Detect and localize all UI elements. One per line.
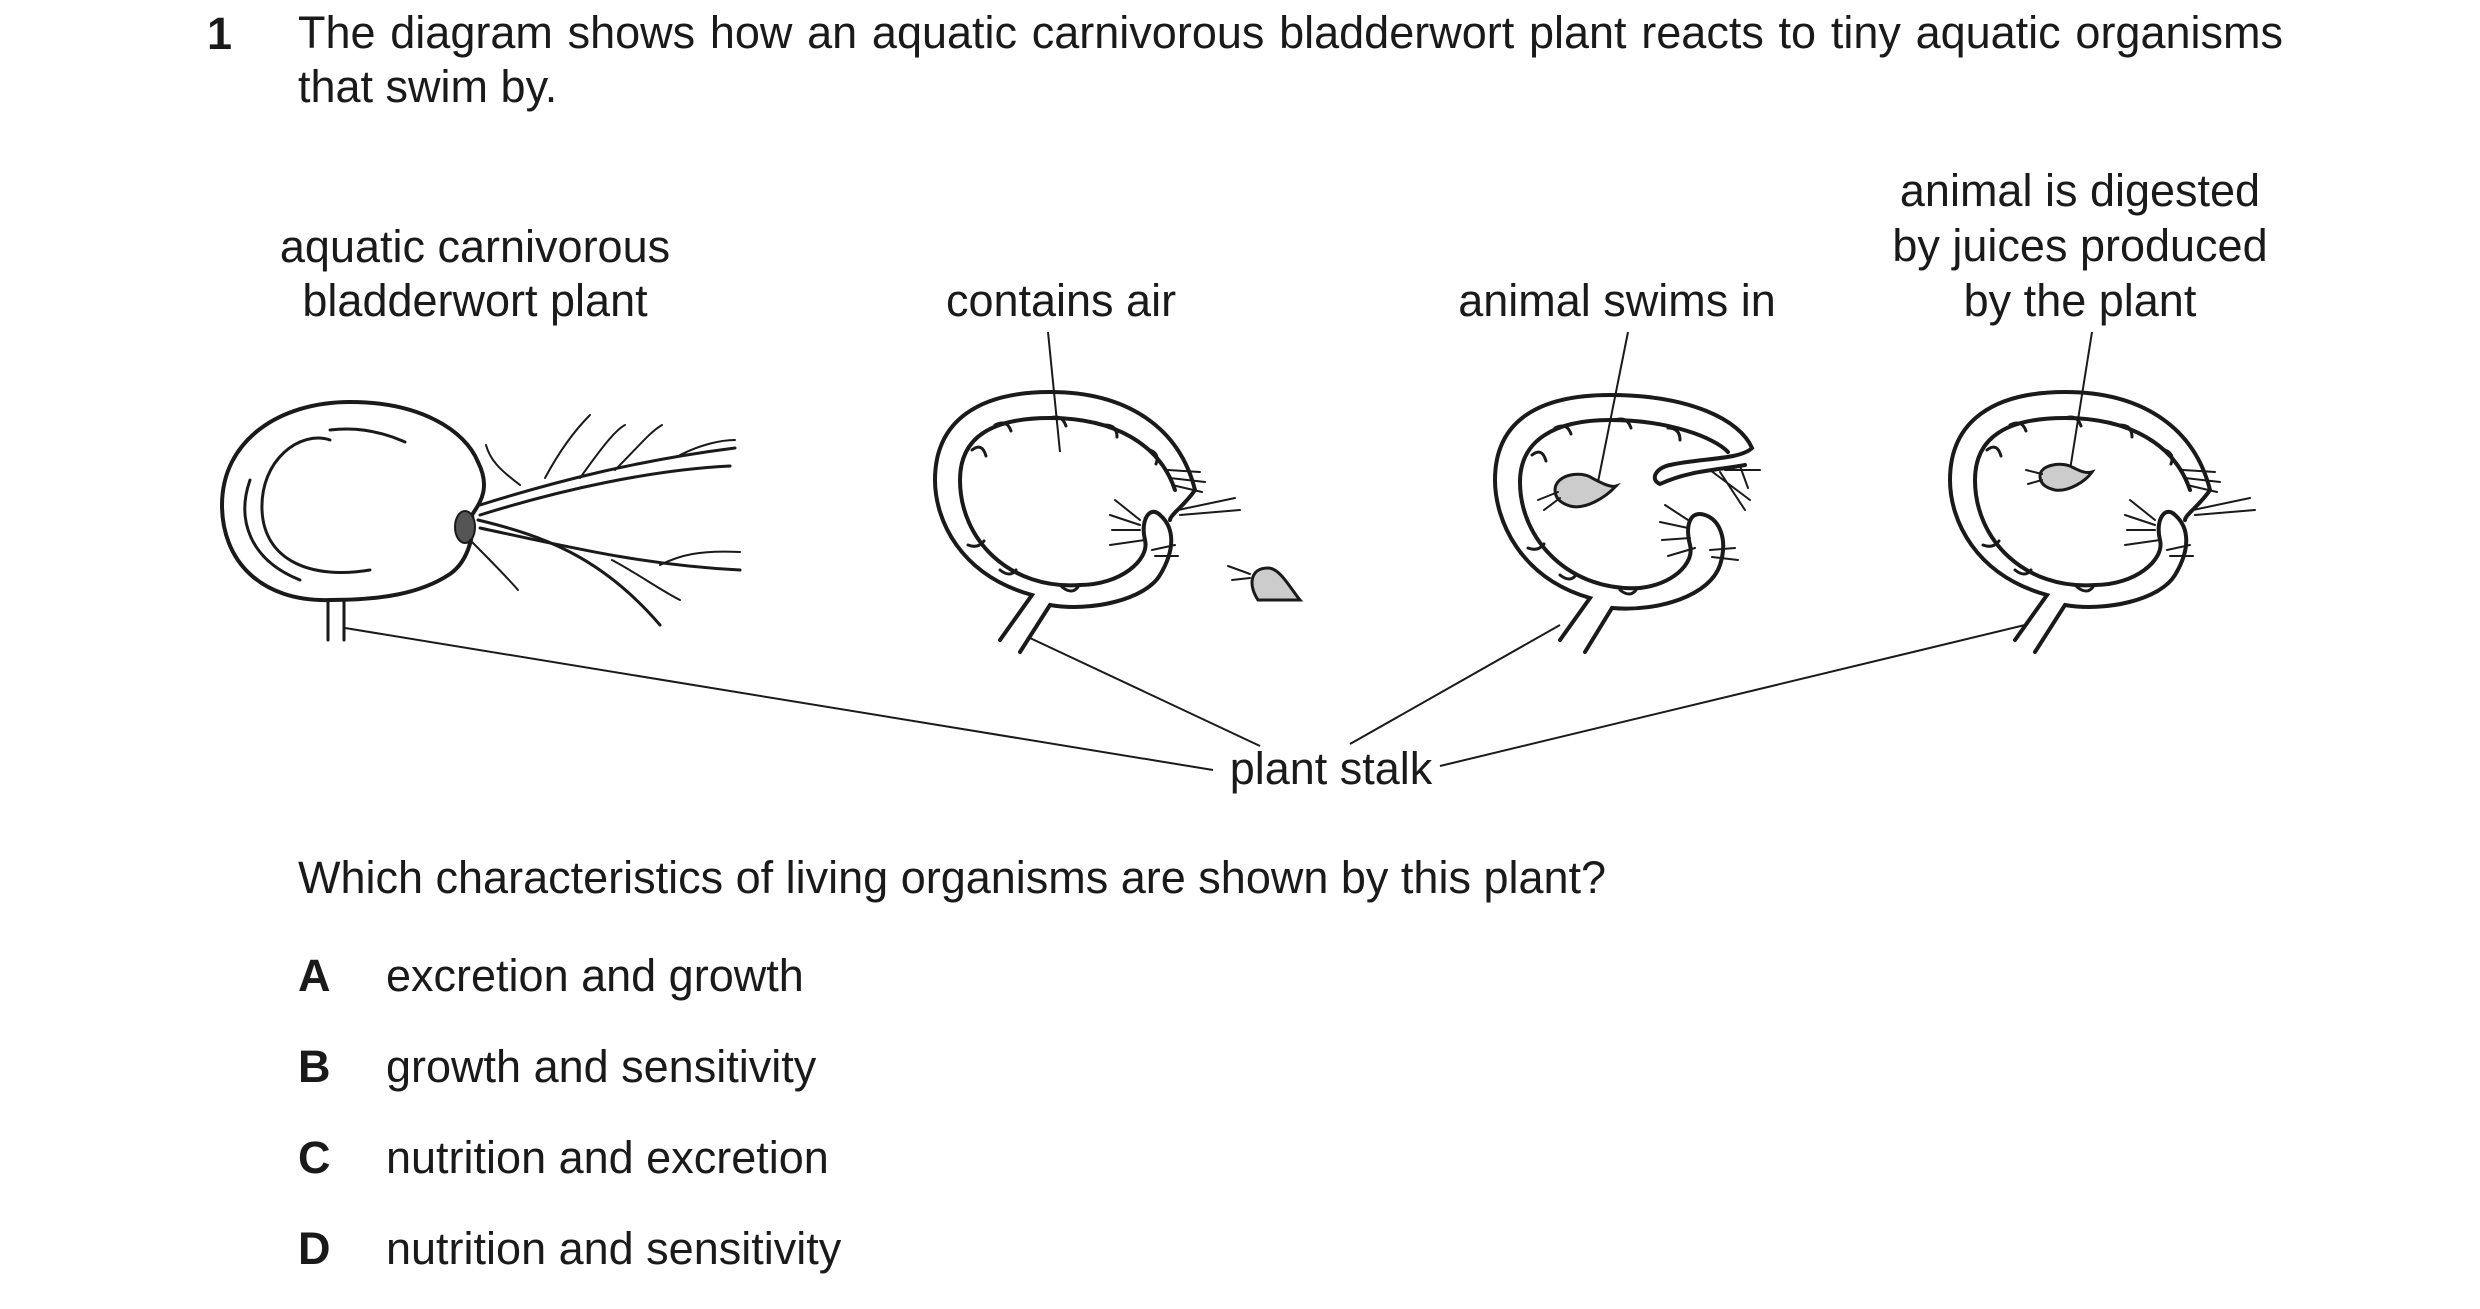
option-letter: B [298, 1041, 331, 1092]
option-text: growth and sensitivity [386, 1041, 817, 1092]
label-contains-air: contains air [946, 275, 1176, 326]
label-plant-line1: aquatic carnivorous [280, 221, 670, 272]
label-digested-line3: by the plant [1964, 275, 2197, 326]
label-animal-swims-in: animal swims in [1458, 275, 1776, 326]
question-number: 1 [207, 8, 233, 59]
plant-bladder-contains-air [932, 389, 1304, 654]
option-text: nutrition and sensitivity [386, 1223, 842, 1274]
option-letter: A [298, 950, 331, 1001]
plant-bladder-animal-swims-in [1492, 392, 1761, 654]
option-text: excretion and growth [386, 950, 804, 1001]
leader-lines [344, 331, 2093, 771]
question-prompt: Which characteristics of living organism… [298, 852, 1607, 903]
option-text: nutrition and excretion [386, 1132, 829, 1183]
label-digested-line2: by juices produced [1892, 220, 2267, 271]
plant-bladder-animal-digested [1947, 389, 2256, 654]
label-digested-line1: animal is digested [1900, 165, 2260, 216]
bladderwort-diagram: aquatic carnivorous bladderwort plant co… [219, 165, 2268, 794]
option-letter: D [298, 1223, 331, 1274]
label-plant-line2: bladderwort plant [302, 275, 648, 326]
label-plant-stalk: plant stalk [1230, 743, 1433, 794]
plant-whole-bladder [219, 399, 742, 642]
question-stem: The diagram shows how an aquatic carnivo… [298, 7, 2283, 112]
option-letter: C [298, 1132, 331, 1183]
